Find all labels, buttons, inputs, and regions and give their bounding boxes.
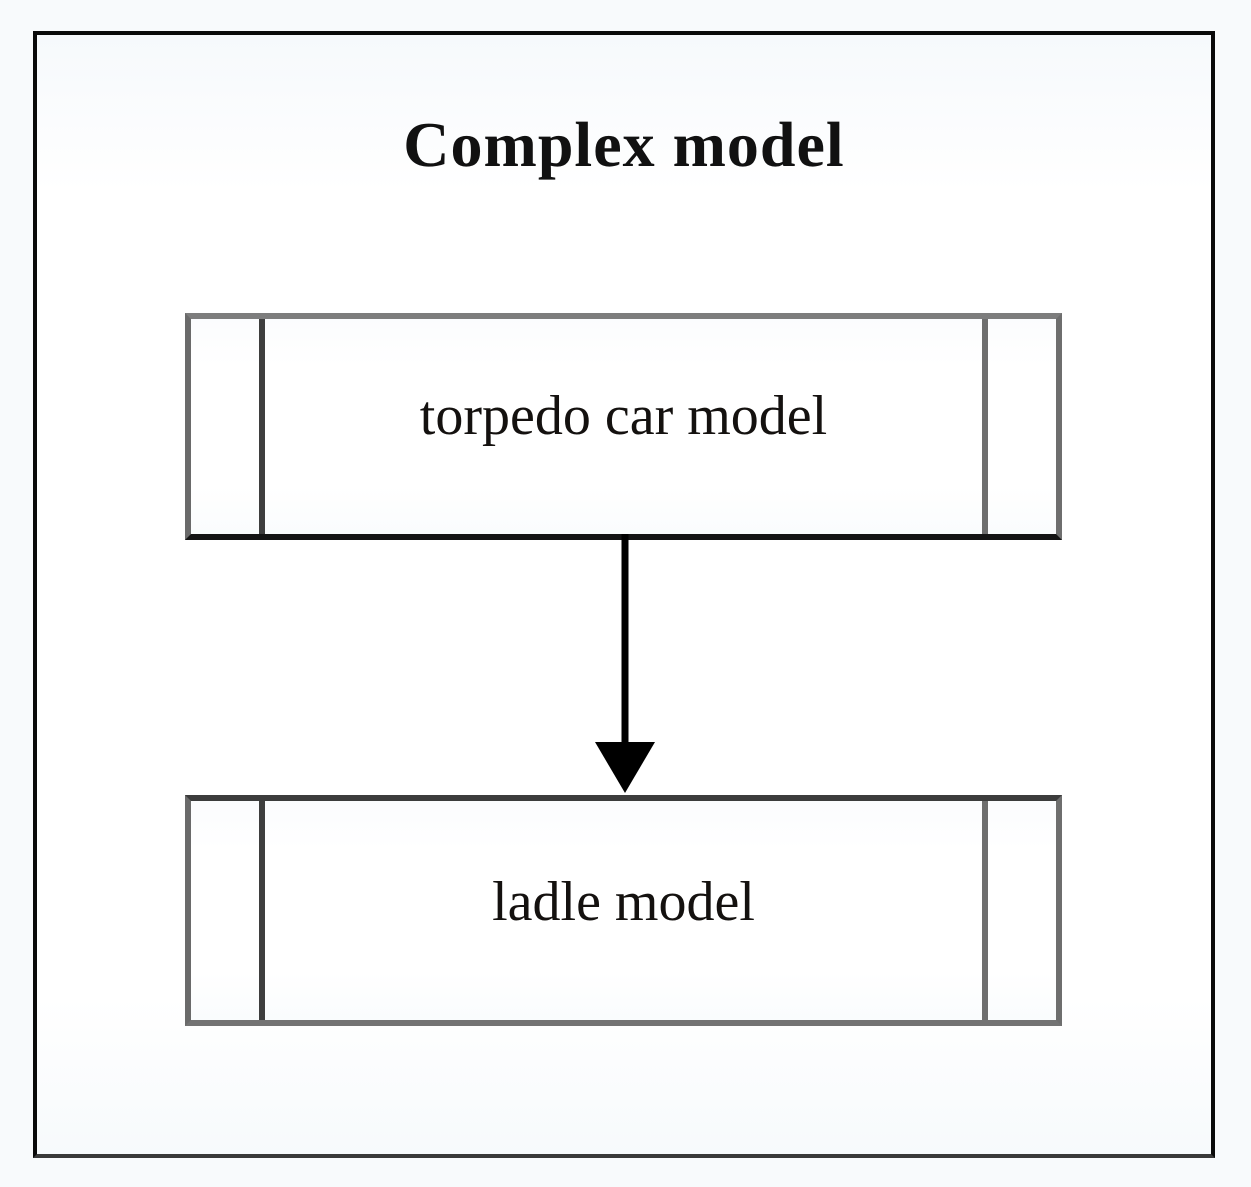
uml-tab-divider-right — [982, 319, 988, 534]
uml-tab-divider-right — [982, 801, 988, 1020]
node-ladle-model[interactable]: ladle model — [185, 795, 1062, 1026]
page-title: Complex model — [403, 109, 845, 180]
uml-tab-divider-left — [259, 801, 265, 1020]
node-label-ladle-model: ladle model — [492, 870, 755, 933]
node-label-torpedo-car-model: torpedo car model — [419, 384, 828, 447]
node-torpedo-car-model[interactable]: torpedo car model — [185, 313, 1062, 540]
uml-tab-divider-left — [259, 319, 265, 534]
